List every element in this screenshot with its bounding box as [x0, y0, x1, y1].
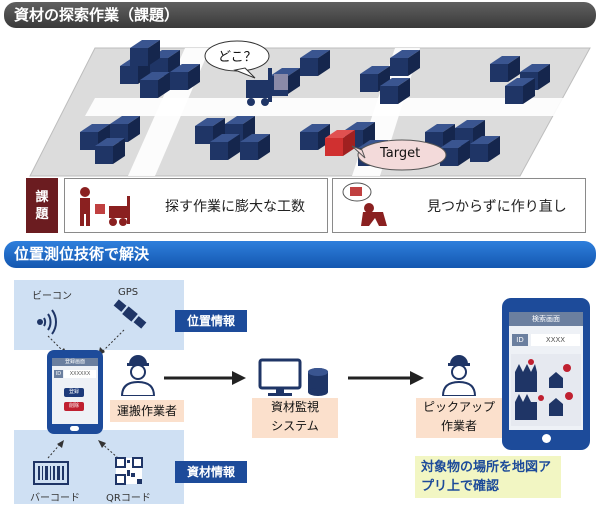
searching-worker-icon [80, 187, 130, 226]
picker-worker-icon [441, 355, 477, 396]
phone-delete-button[interactable]: 削除 [64, 402, 84, 411]
tablet-home-button [542, 434, 551, 443]
flow-arrow-1 [164, 371, 246, 385]
monitoring-system-icon [258, 358, 328, 396]
result-note: 対象物の場所を地図アプリ上で確認 [415, 456, 561, 498]
forklift-icon [246, 68, 288, 106]
qr-code-icon [115, 457, 143, 485]
material-info-tag: 資材情報 [175, 461, 247, 483]
problem-label: 課題 [26, 178, 58, 233]
monitoring-system-label: 資材監視システム [252, 398, 338, 438]
satellite-icon [113, 299, 147, 329]
transport-worker-label: 運搬作業者 [110, 400, 184, 422]
question-bubble-text: どこ？ [218, 50, 257, 65]
position-info-tag: 位置情報 [175, 310, 247, 332]
frustrated-worker-icon [342, 182, 387, 226]
phone-home-button [70, 426, 79, 431]
problem-item-effort-text: 探す作業に膨大な工数 [165, 199, 305, 215]
transport-worker-icon [120, 355, 156, 396]
problem-item-redo: 見つからずに作り直し [332, 178, 586, 233]
picker-worker-label: ピックアップ作業者 [416, 398, 502, 438]
beacon-label: ビーコン [32, 291, 72, 302]
tablet-screen-header: 検索画面 [509, 312, 583, 326]
phone-screen: 登録画面 ID XXXXXX 登録 削除 [52, 358, 98, 424]
phone-screen-header: 登録画面 [52, 358, 98, 366]
search-tablet: 検索画面 ID XXXX [502, 298, 590, 450]
barcode-label: バーコード [30, 493, 80, 504]
target-label: Target [380, 146, 421, 161]
phone-register-button[interactable]: 登録 [64, 388, 84, 397]
target-box [325, 130, 355, 156]
flow-arrow-2 [348, 371, 424, 385]
registration-phone: 登録画面 ID XXXXXX 登録 削除 [47, 350, 103, 434]
question-bubble [204, 40, 270, 79]
target-bubble [351, 139, 447, 171]
tablet-screen: 検索画面 ID XXXX [509, 312, 583, 430]
phone-id-input[interactable]: XXXXXX [64, 370, 96, 378]
problem-item-redo-text: 見つからずに作り直し [427, 199, 567, 215]
problem-item-effort: 探す作業に膨大な工数 [64, 178, 328, 233]
phone-id-label: ID [54, 370, 63, 378]
tablet-map[interactable] [511, 354, 581, 426]
section-title-solution: 位置測位技術で解決 [4, 241, 596, 268]
tablet-id-label: ID [512, 334, 528, 346]
gps-label: GPS [118, 287, 139, 298]
position-info-panel [14, 280, 184, 350]
section-title-problem: 資材の探索作業（課題） [4, 2, 596, 28]
qr-label: QRコード [106, 493, 151, 504]
barcode-icon [33, 461, 69, 485]
tablet-id-input[interactable]: XXXX [531, 334, 580, 346]
beacon-icon [37, 309, 57, 335]
warehouse-illustration [29, 40, 591, 177]
